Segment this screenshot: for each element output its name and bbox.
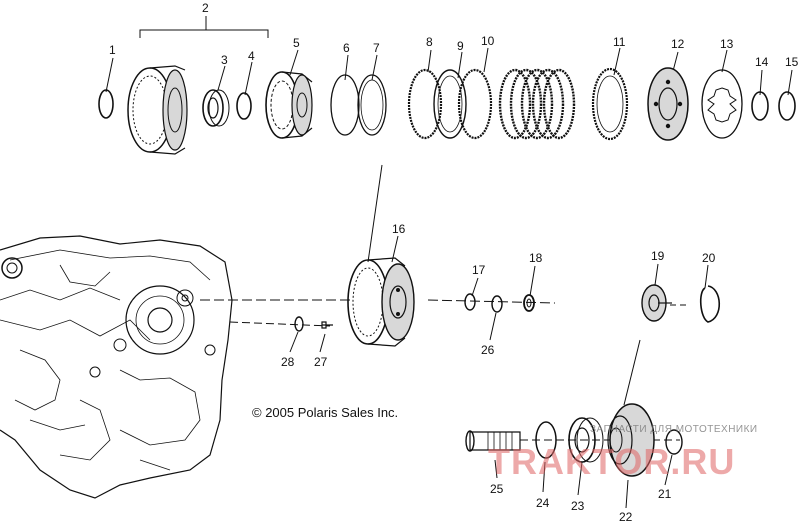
part-2-drum: [127, 65, 188, 155]
callout-8: 8: [426, 35, 433, 49]
callout-3: 3: [221, 53, 228, 67]
callout-12: 12: [671, 37, 685, 51]
part-21-washer: [665, 429, 683, 455]
callout-labels: 1 2 3 4 5 6 7 8 9 10 11 12 13 14 15 16 1…: [109, 1, 799, 524]
callout-11: 11: [613, 35, 626, 49]
callout-19: 19: [651, 249, 665, 263]
callout-1: 1: [109, 43, 116, 57]
callout-6: 6: [343, 41, 350, 55]
engine-housing: [0, 235, 233, 499]
part-12-pressure-plate: [647, 67, 689, 141]
part-8-10-friction-plates: [407, 68, 493, 140]
callout-22: 22: [619, 510, 633, 524]
callout-18: 18: [529, 251, 543, 265]
part-27-28-bolt-washer: [294, 316, 333, 332]
callout-10: 10: [481, 34, 495, 48]
callout-26: 26: [481, 343, 495, 357]
part-22-pulley-hub: [607, 403, 655, 477]
callout-20: 20: [702, 251, 716, 265]
copyright-text: © 2005 Polaris Sales Inc.: [252, 405, 398, 420]
callout-5: 5: [293, 36, 300, 50]
callout-27: 27: [314, 355, 328, 369]
callout-7: 7: [373, 41, 380, 55]
callout-25: 25: [490, 482, 504, 496]
callout-4: 4: [248, 49, 255, 63]
part-11-plate: [591, 67, 629, 141]
part-14-15-snap-rings: [751, 91, 796, 121]
callout-21: 21: [658, 487, 672, 501]
part-23-bearing: [568, 417, 604, 463]
callout-14: 14: [755, 55, 769, 69]
part-16-clutch-drum: [347, 257, 415, 347]
part-1-snap-ring: [98, 89, 114, 119]
part-19-plate: [641, 284, 672, 322]
part-6-7-rings: [330, 74, 387, 136]
callout-24: 24: [536, 496, 550, 510]
callout-16: 16: [392, 222, 406, 236]
part-5-hub: [265, 71, 313, 139]
callout-15: 15: [785, 55, 799, 69]
part-17-18-26-washers: [464, 293, 535, 313]
clutch-plate-stack: [498, 68, 576, 140]
callout-28: 28: [281, 355, 295, 369]
leader-lines: [105, 16, 793, 509]
part-4-snap-ring: [236, 92, 252, 120]
watermark-brand: TRAKTOR.RU: [488, 441, 735, 482]
callout-23: 23: [571, 499, 585, 513]
callout-17: 17: [472, 263, 486, 277]
watermark-tagline: ЗАПЧАСТИ ДЛЯ МОТОТЕХНИКИ: [590, 424, 758, 435]
callout-13: 13: [720, 37, 734, 51]
callout-9: 9: [457, 39, 464, 53]
part-25-shaft: [465, 430, 521, 452]
part-24-ring: [535, 421, 557, 459]
part-20-snap-ring: [699, 285, 721, 323]
part-3-bearing: [202, 89, 230, 127]
part-13-disc-spring: [701, 69, 743, 139]
callout-2: 2: [202, 1, 209, 15]
